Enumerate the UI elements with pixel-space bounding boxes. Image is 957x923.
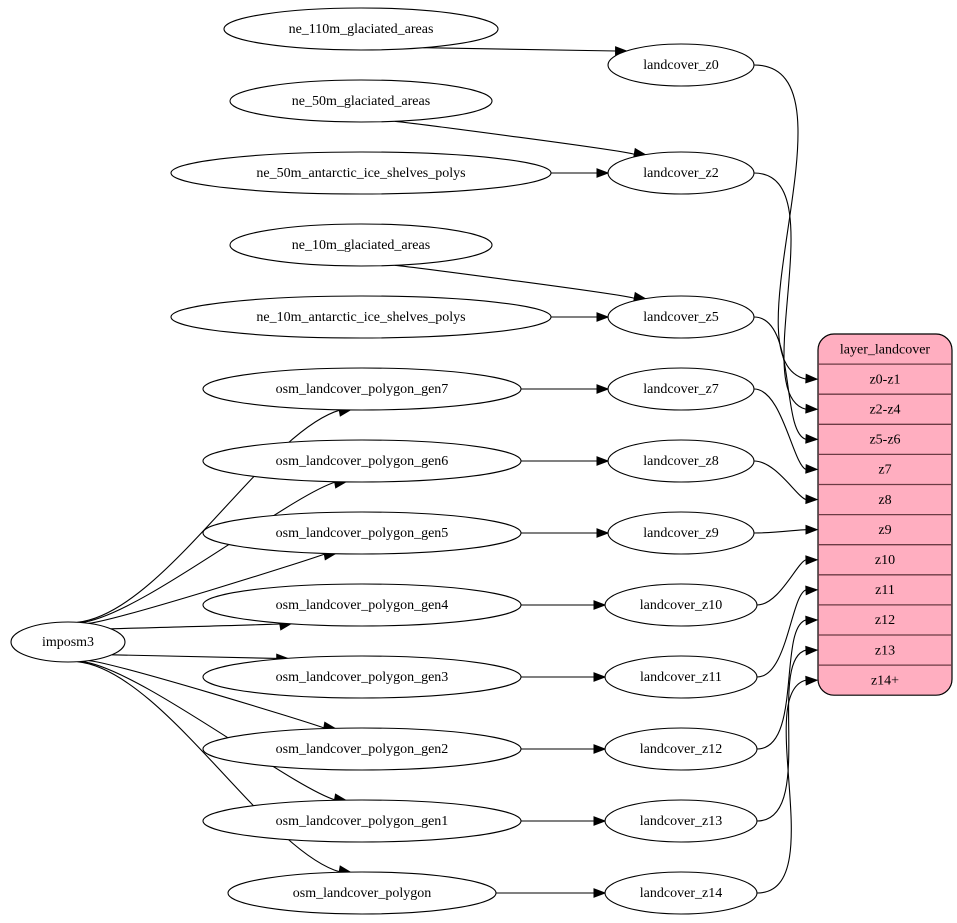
edge-landcover_z5-to-layer_landcover-z5-z6	[753, 316, 819, 444]
node-label: landcover_z12	[640, 742, 722, 757]
node-label: ne_110m_glaciated_areas	[289, 22, 434, 37]
node-label: landcover_z5	[643, 310, 718, 325]
node-label: landcover_z2	[643, 166, 718, 181]
edge-osm_landcover_polygon_gen2-to-landcover_z12	[521, 744, 607, 754]
edge-landcover_z0-to-layer_landcover-z0-z1	[753, 64, 819, 384]
node-landcover_z9[interactable]: landcover_z9	[607, 511, 755, 555]
node-label: osm_landcover_polygon_gen7	[276, 382, 449, 397]
edge-osm_landcover_polygon_gen6-to-landcover_z8	[521, 456, 610, 466]
record-row-z8[interactable]: z8	[878, 493, 891, 508]
edge-landcover_z7-to-layer_landcover-z7	[753, 388, 819, 474]
record-layer: layer_landcover z0-z1 z2-z4 z5-z6 z7 z8 z9 z10 z…	[817, 333, 953, 696]
edge-ne_50m_antarctic_ice_shelves_polys-to-landcover_z2	[551, 168, 610, 178]
edge-ne_110m_glaciated_areas-to-landcover_z0	[423, 46, 628, 56]
node-layer: ne_110m_glaciated_areas ne_50m_glaciated_…	[10, 7, 758, 915]
node-osm_landcover_polygon_gen3[interactable]: osm_landcover_polygon_gen3	[202, 655, 522, 699]
node-ne_50m_glaciated_areas[interactable]: ne_50m_glaciated_areas	[229, 79, 493, 123]
node-label: landcover_z7	[643, 382, 718, 397]
node-osm_landcover_polygon_gen6[interactable]: osm_landcover_polygon_gen6	[202, 439, 522, 483]
edge-osm_landcover_polygon_gen4-to-landcover_z10	[521, 600, 607, 610]
node-landcover_z12[interactable]: landcover_z12	[604, 727, 758, 771]
edge-imposm3-to-osm_landcover_polygon_gen4	[110, 620, 293, 631]
record-row-z7[interactable]: z7	[878, 463, 891, 478]
edge-ne_10m_glaciated_areas-to-landcover_z5	[394, 264, 647, 302]
edge-landcover_z10-to-layer_landcover-z10	[756, 555, 819, 606]
record-row-z5-z6[interactable]: z5-z6	[869, 433, 900, 448]
record-row-z13[interactable]: z13	[875, 643, 895, 658]
edge-landcover_z9-to-layer_landcover-z9	[753, 524, 819, 535]
node-label: imposm3	[42, 635, 94, 650]
edge-ne_50m_glaciated_areas-to-landcover_z2	[394, 120, 647, 158]
node-osm_landcover_polygon_gen4[interactable]: osm_landcover_polygon_gen4	[202, 583, 522, 627]
node-label: ne_10m_antarctic_ice_shelves_polys	[256, 310, 465, 325]
node-label: landcover_z11	[640, 670, 722, 685]
edge-osm_landcover_polygon_gen7-to-landcover_z7	[521, 384, 610, 394]
edge-osm_landcover_polygon_gen1-to-landcover_z13	[521, 816, 607, 826]
edge-landcover_z8-to-layer_landcover-z8	[753, 460, 819, 505]
node-label: landcover_z10	[640, 598, 722, 613]
node-label: ne_50m_glaciated_areas	[292, 94, 430, 109]
node-ne_50m_antarctic_ice_shelves_polys[interactable]: ne_50m_antarctic_ice_shelves_polys	[170, 151, 552, 195]
edge-osm_landcover_polygon-to-landcover_z14	[496, 888, 607, 898]
edge-landcover_z12-to-layer_landcover-z12	[756, 615, 819, 750]
edge-osm_landcover_polygon_gen5-to-landcover_z9	[521, 528, 610, 538]
edge-landcover_z14-to-layer_landcover-z14-	[756, 675, 819, 894]
record-row-z2-z4[interactable]: z2-z4	[869, 402, 900, 417]
node-landcover_z5[interactable]: landcover_z5	[607, 295, 755, 339]
edge-osm_landcover_polygon_gen3-to-landcover_z11	[521, 672, 607, 682]
node-label: osm_landcover_polygon_gen2	[276, 742, 449, 757]
edge-layer	[77, 46, 819, 898]
node-imposm3[interactable]: imposm3	[10, 621, 126, 663]
node-label: osm_landcover_polygon_gen3	[276, 670, 449, 685]
node-landcover_z7[interactable]: landcover_z7	[607, 367, 755, 411]
node-label: landcover_z0	[643, 58, 718, 73]
node-osm_landcover_polygon_gen7[interactable]: osm_landcover_polygon_gen7	[202, 367, 522, 411]
node-landcover_z0[interactable]: landcover_z0	[607, 43, 755, 87]
node-landcover_z14[interactable]: landcover_z14	[604, 871, 758, 915]
record-row-z9[interactable]: z9	[878, 523, 891, 538]
node-ne_110m_glaciated_areas[interactable]: ne_110m_glaciated_areas	[223, 7, 499, 51]
record-row-z14+[interactable]: z14+	[871, 673, 899, 688]
record-row-z12[interactable]: z12	[875, 613, 895, 628]
node-landcover_z10[interactable]: landcover_z10	[604, 583, 758, 627]
node-label: osm_landcover_polygon_gen4	[276, 598, 449, 613]
node-osm_landcover_polygon_gen1[interactable]: osm_landcover_polygon_gen1	[202, 799, 522, 843]
node-label: ne_10m_glaciated_areas	[292, 238, 430, 253]
node-ne_10m_antarctic_ice_shelves_polys[interactable]: ne_10m_antarctic_ice_shelves_polys	[170, 295, 552, 339]
record-row-z0-z1[interactable]: z0-z1	[869, 372, 900, 387]
record-row-z11[interactable]: z11	[875, 583, 895, 598]
node-label: landcover_z9	[643, 526, 718, 541]
node-label: ne_50m_antarctic_ice_shelves_polys	[256, 166, 465, 181]
node-osm_landcover_polygon_gen2[interactable]: osm_landcover_polygon_gen2	[202, 727, 522, 771]
record-row-z10[interactable]: z10	[875, 553, 895, 568]
node-label: osm_landcover_polygon_gen6	[276, 454, 449, 469]
node-landcover_z13[interactable]: landcover_z13	[604, 799, 758, 843]
edge-landcover_z11-to-layer_landcover-z11	[756, 585, 819, 678]
edge-landcover_z13-to-layer_landcover-z13	[756, 645, 819, 822]
node-label: landcover_z8	[643, 454, 718, 469]
node-label: osm_landcover_polygon	[293, 886, 431, 901]
record-header: layer_landcover	[840, 342, 931, 357]
node-label: osm_landcover_polygon_gen1	[276, 814, 449, 829]
node-landcover_z8[interactable]: landcover_z8	[607, 439, 755, 483]
node-label: landcover_z13	[640, 814, 722, 829]
node-label: osm_landcover_polygon_gen5	[276, 526, 449, 541]
node-landcover_z11[interactable]: landcover_z11	[604, 655, 758, 699]
node-osm_landcover_polygon_gen5[interactable]: osm_landcover_polygon_gen5	[202, 511, 522, 555]
node-landcover_z2[interactable]: landcover_z2	[607, 151, 755, 195]
node-ne_10m_glaciated_areas[interactable]: ne_10m_glaciated_areas	[229, 223, 493, 267]
node-osm_landcover_polygon[interactable]: osm_landcover_polygon	[227, 871, 497, 915]
edge-ne_10m_antarctic_ice_shelves_polys-to-landcover_z5	[551, 312, 610, 322]
record-node-layer-landcover[interactable]: layer_landcover z0-z1 z2-z4 z5-z6 z7 z8 z9 z10 z…	[817, 333, 953, 696]
node-label: landcover_z14	[640, 886, 722, 901]
